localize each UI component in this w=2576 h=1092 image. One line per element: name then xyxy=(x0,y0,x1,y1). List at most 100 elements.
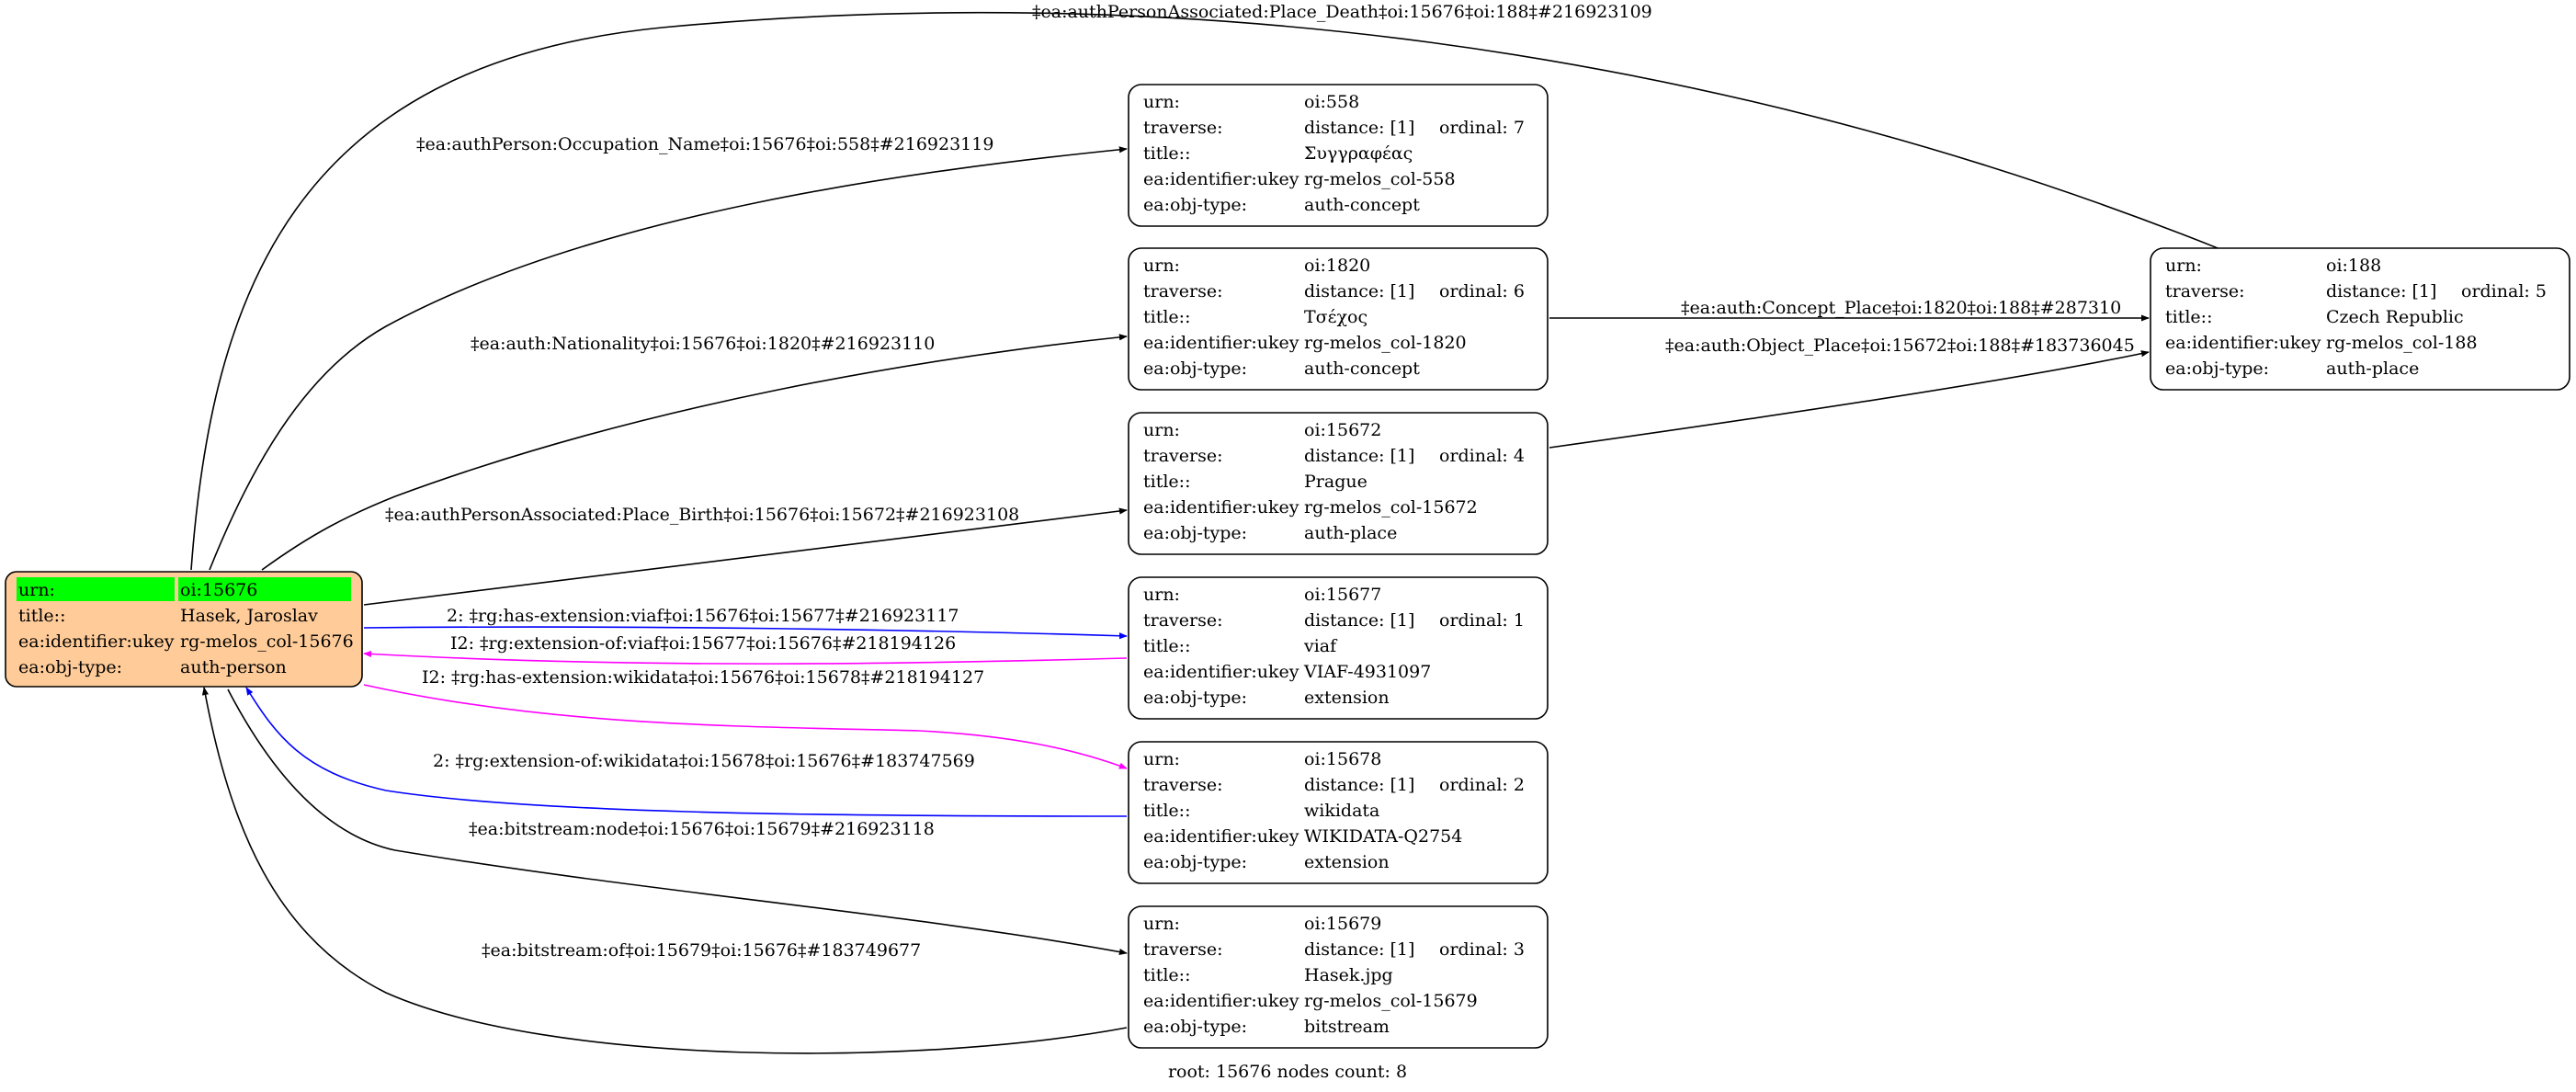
node-objtype-key: ea:obj-type: xyxy=(1143,195,1247,215)
edge-label-ext-of-viaf: I2: ‡rg:extension-of:viaf‡oi:15677‡oi:15… xyxy=(450,633,956,654)
node-urn-key: urn: xyxy=(1143,256,1180,276)
node-objtype-value: auth-concept xyxy=(1304,195,1420,215)
node-title-value: wikidata xyxy=(1304,801,1379,821)
edge-label-occupation: ‡ea:authPerson:Occupation_Name‡oi:15676‡… xyxy=(416,134,993,154)
edge-label-ext-of-wikidata: 2: ‡rg:extension-of:wikidata‡oi:15678‡oi… xyxy=(433,751,975,771)
node-traverse-value: distance: [1] xyxy=(1304,775,1414,795)
root-objtype-key: ea:obj-type: xyxy=(18,657,122,677)
edge-ext-of-wikidata xyxy=(245,687,1128,817)
node-traverse-value: distance: [1] xyxy=(1304,939,1414,960)
node-title-key: title:: xyxy=(1143,801,1190,821)
node-ukey-key: ea:identifier:ukey xyxy=(1143,826,1299,847)
edge-place-death xyxy=(190,11,2241,571)
node-title-key: title:: xyxy=(1143,965,1190,985)
edge-has-ext-wikidata xyxy=(363,684,1128,769)
node-urn-value: oi:15677 xyxy=(1304,585,1381,605)
node-traverse-value: distance: [1] xyxy=(1304,446,1414,466)
node-oi-15679[interactable]: urn: oi:15679 traverse: distance: [1] ordina… xyxy=(1128,905,1549,1049)
node-ukey-value: rg-melos_col-15679 xyxy=(1304,991,1478,1011)
node-urn-value: oi:15679 xyxy=(1304,914,1381,934)
node-ordinal-value: ordinal: 3 xyxy=(1439,939,1525,960)
node-traverse-value: distance: [1] xyxy=(1304,610,1414,631)
node-objtype-value: auth-concept xyxy=(1304,358,1420,379)
node-traverse-key: traverse: xyxy=(1143,775,1223,795)
node-traverse-value: distance: [1] xyxy=(2326,281,2436,301)
node-urn-key: urn: xyxy=(1143,92,1180,112)
node-box xyxy=(1128,247,1549,391)
node-urn-key: urn: xyxy=(1143,420,1180,440)
node-title-key: title:: xyxy=(1143,472,1190,492)
edge-bitstream-node xyxy=(227,688,1128,956)
edge-place-birth xyxy=(363,507,1128,606)
node-ukey-value: rg-melos_col-188 xyxy=(2326,333,2478,353)
edge-label-has-ext-wikidata: I2: ‡rg:has-extension:wikidata‡oi:15676‡… xyxy=(422,667,984,688)
node-traverse-key: traverse: xyxy=(1143,446,1223,466)
edge-occupation xyxy=(209,146,1128,571)
node-ukey-key: ea:identifier:ukey xyxy=(1143,169,1299,189)
node-box xyxy=(2150,247,2570,391)
node-oi-558[interactable]: urn: oi:558 traverse: distance: [1] ordinal:… xyxy=(1128,84,1549,227)
node-oi-1820[interactable]: urn: oi:1820 traverse: distance: [1] ordinal… xyxy=(1128,247,1549,391)
nodes-layer: urn: oi:558 traverse: distance: [1] ordinal:… xyxy=(1128,84,2570,1049)
node-urn-value: oi:558 xyxy=(1304,92,1359,112)
node-title-value: Συγγραφέας xyxy=(1304,143,1413,164)
edge-nationality xyxy=(261,334,1128,571)
node-traverse-key: traverse: xyxy=(2165,281,2245,301)
node-urn-key: urn: xyxy=(1143,914,1180,934)
node-traverse-key: traverse: xyxy=(1143,939,1223,960)
node-ukey-value: rg-melos_col-1820 xyxy=(1304,333,1467,353)
node-ordinal-value: ordinal: 6 xyxy=(1439,281,1525,301)
node-ukey-value: WIKIDATA-Q2754 xyxy=(1304,826,1462,847)
edge-label-concept-place: ‡ea:auth:Concept_Place‡oi:1820‡oi:188‡#2… xyxy=(1681,298,2121,318)
node-ukey-key: ea:identifier:ukey xyxy=(1143,991,1299,1011)
node-objtype-key: ea:obj-type: xyxy=(1143,1017,1247,1037)
node-title-value: viaf xyxy=(1303,636,1338,656)
root-objtype-value: auth-person xyxy=(180,657,287,677)
edge-labels: ‡ea:authPersonAssociated:Place_Death‡oi:… xyxy=(385,2,2135,961)
node-traverse-value: distance: [1] xyxy=(1304,118,1414,138)
node-box xyxy=(1128,905,1549,1049)
node-ukey-value: VIAF-4931097 xyxy=(1303,662,1431,682)
node-objtype-key: ea:obj-type: xyxy=(1143,358,1247,379)
root-urn-value-highlight xyxy=(178,577,351,601)
node-traverse-key: traverse: xyxy=(1143,118,1223,138)
node-objtype-value: auth-place xyxy=(2326,358,2419,379)
graph-caption: root: 15676 nodes count: 8 xyxy=(1168,1062,1407,1082)
root-node[interactable]: urn: oi:15676 title:: Hasek, Jaroslav ea… xyxy=(5,571,363,688)
edge-object-place xyxy=(1549,350,2150,449)
node-objtype-value: auth-place xyxy=(1304,523,1397,543)
node-ordinal-value: ordinal: 5 xyxy=(2461,281,2547,301)
node-urn-key: urn: xyxy=(2165,256,2202,276)
node-traverse-key: traverse: xyxy=(1143,281,1223,301)
edge-label-nationality: ‡ea:auth:Nationality‡oi:15676‡oi:1820‡#2… xyxy=(471,334,935,354)
root-title-value: Hasek, Jaroslav xyxy=(180,606,318,626)
node-title-key: title:: xyxy=(1143,307,1190,327)
node-traverse-value: distance: [1] xyxy=(1304,281,1414,301)
edges xyxy=(190,11,2241,1054)
node-ukey-value: rg-melos_col-558 xyxy=(1304,169,1456,189)
node-ordinal-value: ordinal: 2 xyxy=(1439,775,1525,795)
node-objtype-value: extension xyxy=(1304,688,1390,708)
root-urn-key-highlight xyxy=(17,577,175,601)
node-ukey-key: ea:identifier:ukey xyxy=(2165,333,2321,353)
node-ukey-value: rg-melos_col-15672 xyxy=(1304,497,1478,518)
node-title-value: Prague xyxy=(1304,472,1367,492)
node-ukey-key: ea:identifier:ukey xyxy=(1143,662,1299,682)
node-ukey-key: ea:identifier:ukey xyxy=(1143,333,1299,353)
root-ukey-key: ea:identifier:ukey xyxy=(18,631,175,652)
edge-label-bitstream-node: ‡ea:bitstream:node‡oi:15676‡oi:15679‡#21… xyxy=(469,819,935,839)
node-objtype-key: ea:obj-type: xyxy=(1143,852,1247,872)
edge-label-place-death: ‡ea:authPersonAssociated:Place_Death‡oi:… xyxy=(1032,2,1652,22)
node-ordinal-value: ordinal: 7 xyxy=(1439,118,1525,138)
root-title-key: title:: xyxy=(18,606,65,626)
node-ordinal-value: ordinal: 4 xyxy=(1439,446,1525,466)
node-title-value: Hasek.jpg xyxy=(1304,965,1393,985)
edge-label-object-place: ‡ea:auth:Object_Place‡oi:15672‡oi:188‡#1… xyxy=(1665,336,2135,356)
node-urn-value: oi:1820 xyxy=(1304,256,1370,276)
node-urn-key: urn: xyxy=(1143,585,1180,605)
